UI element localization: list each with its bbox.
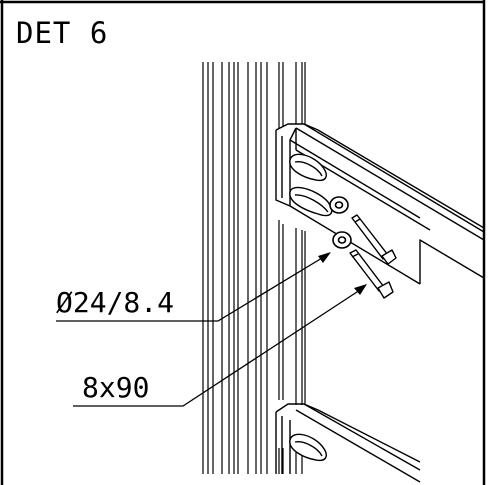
lower-bracket: [275, 403, 421, 483]
bracket-slots: [289, 153, 333, 217]
detail-title: DET 6: [16, 16, 108, 50]
vertical-profile: [202, 62, 306, 474]
bracket-slots: [289, 433, 327, 462]
upper-bracket: [275, 123, 485, 285]
washer-icon: [329, 196, 352, 249]
leader-lines: [56, 257, 361, 407]
bolt-callout-label: 8x90: [82, 371, 149, 404]
leader-arrowheads: [318, 252, 367, 295]
washer-callout-label: Ø24/8.4: [56, 286, 174, 319]
bolt-icon: [349, 214, 397, 299]
